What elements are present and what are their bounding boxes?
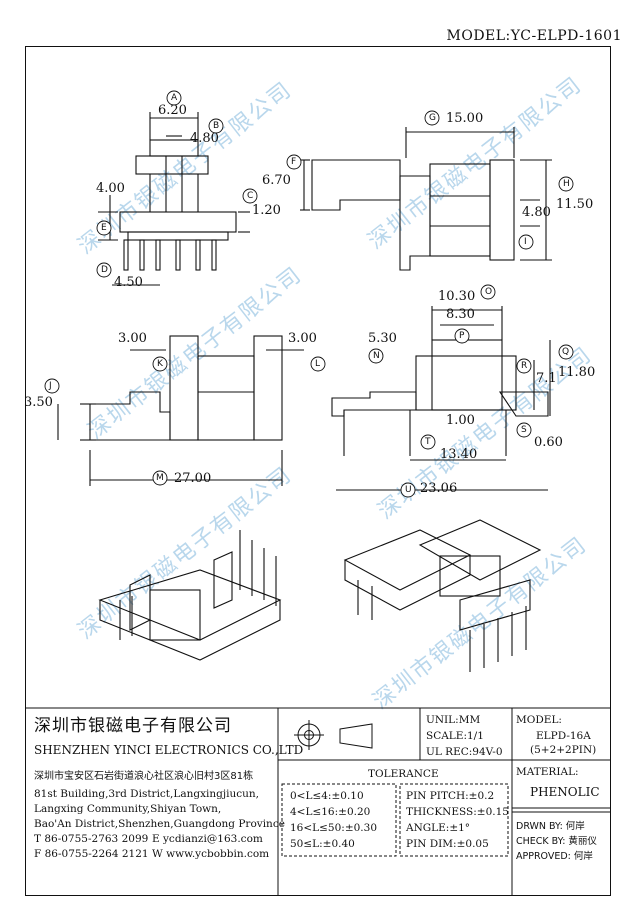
bubble-u: U bbox=[405, 485, 412, 495]
fax: F 86-0755-2264 2121 bbox=[34, 848, 149, 860]
dim-t: 1.00 bbox=[446, 413, 475, 428]
dim-j: 3.50 bbox=[24, 395, 53, 410]
bubble-j: J bbox=[49, 381, 52, 391]
dim-g: 15.00 bbox=[446, 111, 484, 126]
bubble-q: Q bbox=[562, 347, 570, 357]
bubble-h: H bbox=[563, 179, 570, 189]
tolerance-right-3: ANGLE:±1° bbox=[406, 822, 471, 834]
isometric-view-left bbox=[98, 530, 282, 661]
tolerance-left-1: 0<L≤4:±0.10 bbox=[290, 790, 364, 802]
bubble-r: R bbox=[521, 361, 528, 371]
dim-p: 8.30 bbox=[446, 307, 475, 322]
bubble-p: P bbox=[459, 331, 465, 341]
address-cn: 深圳市宝安区石岩街道浪心社区浪心旧村3区81栋 bbox=[34, 771, 254, 782]
tolerance-right-4: PIN DIM:±0.05 bbox=[406, 838, 489, 850]
address-en-line2: Langxing Community,Shiyan Town, bbox=[34, 803, 222, 815]
bubble-k: K bbox=[157, 359, 163, 369]
check-by: CHECK BY: 黄丽仪 bbox=[516, 836, 597, 847]
bubble-o: O bbox=[485, 287, 493, 297]
company-name-en: SHENZHEN YINCI ELECTRONICS CO.,LTD bbox=[34, 743, 304, 757]
bubble-e: E bbox=[101, 223, 107, 233]
company-name-cn: 深圳市银磁电子有限公司 bbox=[34, 716, 232, 736]
model-header: MODEL:YC-ELPD-1601 bbox=[446, 28, 622, 44]
approved-by: APPROVED: 何岸 bbox=[516, 851, 593, 862]
dim-b: 4.80 bbox=[190, 131, 219, 146]
model-value: ELPD-16A bbox=[536, 730, 591, 742]
tolerance-title: TOLERANCE bbox=[368, 768, 439, 780]
bubble-g: G bbox=[429, 113, 436, 123]
tolerance-right-2: THICKNESS:±0.15 bbox=[406, 806, 509, 818]
ul-rec: UL REC:94V-0 bbox=[426, 746, 503, 758]
tolerance-left-3: 16<L≤50:±0.30 bbox=[290, 822, 378, 834]
bubble-i: I bbox=[524, 237, 527, 247]
dim-u: 23.06 bbox=[420, 481, 458, 496]
scale: SCALE:1/1 bbox=[426, 730, 484, 742]
website: W www.ycbobbin.com bbox=[152, 848, 270, 860]
bubble-c: C bbox=[247, 191, 254, 201]
dim-f: 6.70 bbox=[262, 173, 291, 188]
bubble-a: A bbox=[171, 93, 178, 103]
model-label: MODEL: bbox=[516, 714, 562, 726]
unit: UNIL:MM bbox=[426, 714, 481, 726]
bubble-b: B bbox=[213, 121, 220, 131]
top-view-mid-left bbox=[57, 335, 304, 486]
bubble-t: T bbox=[425, 437, 431, 447]
bubble-l: L bbox=[315, 359, 321, 369]
dim-e: 4.00 bbox=[96, 181, 125, 196]
material-label: MATERIAL: bbox=[516, 766, 579, 778]
tolerance-right-1: PIN PITCH:±0.2 bbox=[406, 790, 495, 802]
bubble-m: M bbox=[156, 473, 164, 483]
bubble-n: N bbox=[373, 351, 380, 361]
isometric-view-right bbox=[343, 519, 542, 672]
front-view-top-left bbox=[98, 112, 250, 286]
dim-o: 10.30 bbox=[438, 289, 476, 304]
dim-q: 11.80 bbox=[558, 365, 596, 380]
dim-c: 1.20 bbox=[252, 203, 281, 218]
dim-13-40: 13.40 bbox=[440, 447, 478, 462]
dim-d: 4.50 bbox=[114, 275, 143, 290]
bubble-d: D bbox=[101, 265, 108, 275]
material-value: PHENOLIC bbox=[530, 785, 600, 799]
bubble-f: F bbox=[291, 157, 297, 167]
dim-s: 0.60 bbox=[534, 435, 563, 450]
dim-h: 11.50 bbox=[556, 197, 594, 212]
side-view-top-right bbox=[300, 127, 552, 271]
address-en-line1: 81st Building,3rd District,Langxingjiucu… bbox=[34, 788, 259, 800]
dim-n: 5.30 bbox=[368, 331, 397, 346]
dim-i: 4.80 bbox=[522, 205, 551, 220]
tolerance-left-4: 50≤L:±0.40 bbox=[290, 838, 355, 850]
dim-a: 6.20 bbox=[158, 103, 187, 118]
dim-l: 3.00 bbox=[288, 331, 317, 346]
tolerance-left-2: 4<L≤16:±0.20 bbox=[290, 806, 371, 818]
model-pins: (5+2+2PIN) bbox=[530, 744, 597, 756]
tel: T 86-0755-2763 2099 bbox=[34, 833, 149, 845]
dim-k: 3.00 bbox=[118, 331, 147, 346]
dim-m: 27.00 bbox=[174, 471, 212, 486]
email: E ycdianzi@163.com bbox=[152, 833, 263, 845]
bubble-s: S bbox=[521, 425, 527, 435]
drawing-sheet bbox=[25, 46, 611, 896]
address-en-line3: Bao'An District,Shenzhen,Guangdong Provi… bbox=[34, 818, 285, 830]
drawn-by: DRWN BY: 何岸 bbox=[516, 821, 585, 832]
dim-r: 7.1 bbox=[536, 371, 557, 386]
